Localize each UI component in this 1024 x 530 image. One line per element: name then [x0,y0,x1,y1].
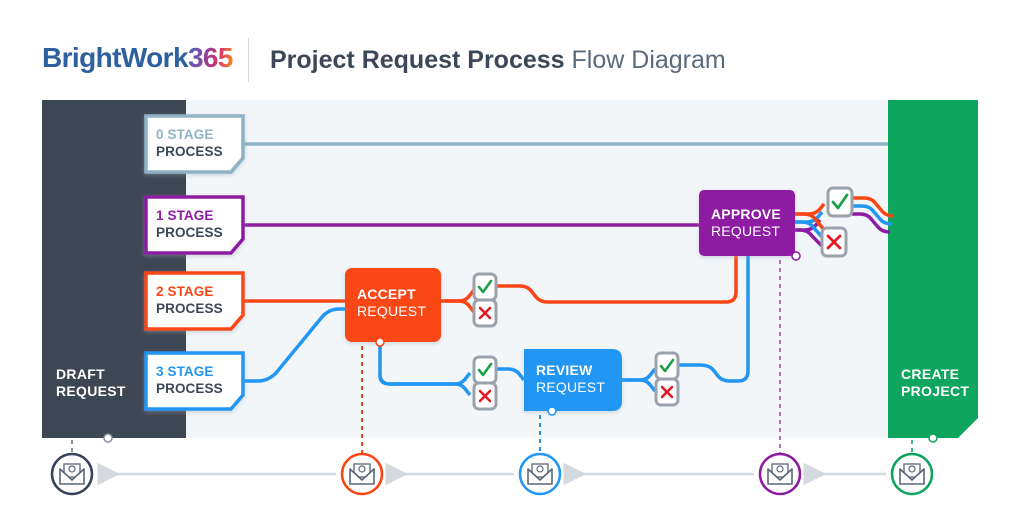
accept-request-shape [345,268,441,342]
email-approve-icon [758,452,802,496]
gate-review-out-reject [654,377,680,407]
review-anchor-dot [547,406,557,416]
gate-review-in-reject [472,381,498,411]
line-stage3-accept [243,307,345,383]
line-accept-to-review-down [378,374,472,397]
page-header: BrightWork365 Project Request Process Fl… [0,0,1024,96]
line-into-review [496,367,526,382]
stage-box-0-shape [144,114,245,174]
stage-box-1-shape [144,195,245,255]
logo-word-brightwork: BrightWork [42,42,189,73]
gate-accept-approve [472,272,498,302]
approve-anchor-dot [791,251,801,261]
flow-diagram-svg [42,100,978,496]
gate-review-out-approve [654,351,680,381]
line-approved-orange-to-green [852,196,895,218]
gate-approve-reject [820,226,848,258]
email-accept-icon [340,452,384,496]
email-draft-icon [50,452,94,496]
gate-review-in-approve [472,355,498,385]
page-title-light: Flow Diagram [571,46,726,74]
stage-box-3-shape [144,351,245,411]
line-review-split-down [622,378,657,393]
gate-accept-reject [472,298,498,328]
email-review-icon [518,452,562,496]
line-accept-split-down [441,299,476,314]
draft-anchor-dot [103,433,113,443]
line-approved-purple-to-green [852,212,891,234]
stage-box-2-shape [144,271,245,331]
brightwork365-logo: BrightWork365 [42,44,233,72]
line-approved-blue-to-green [852,204,893,226]
header-divider [248,38,249,82]
line-review-approved-to-approve [678,256,750,383]
line-approve-out-blue-dn [795,220,832,248]
line-approve-out-orange-dn [795,212,836,244]
line-approve-out-purple-dn [795,228,828,252]
create-anchor-dot [928,433,938,443]
review-request-shape [524,349,622,411]
page-title-bold: Project Request Process [270,46,565,74]
email-create-icon [890,452,934,496]
line-accept-approved-to-approve [496,256,738,304]
approve-request-shape [699,190,795,256]
page-title: Project Request Process Flow Diagram [270,45,726,75]
logo-word-365: 365 [187,42,234,73]
diagram-canvas: DRAFT REQUEST CREATE PROJECT 0 STAGE PRO… [0,96,1024,530]
panel-create-project [888,100,978,438]
gate-approve-approve [826,186,854,218]
accept-anchor-dot [375,337,385,347]
